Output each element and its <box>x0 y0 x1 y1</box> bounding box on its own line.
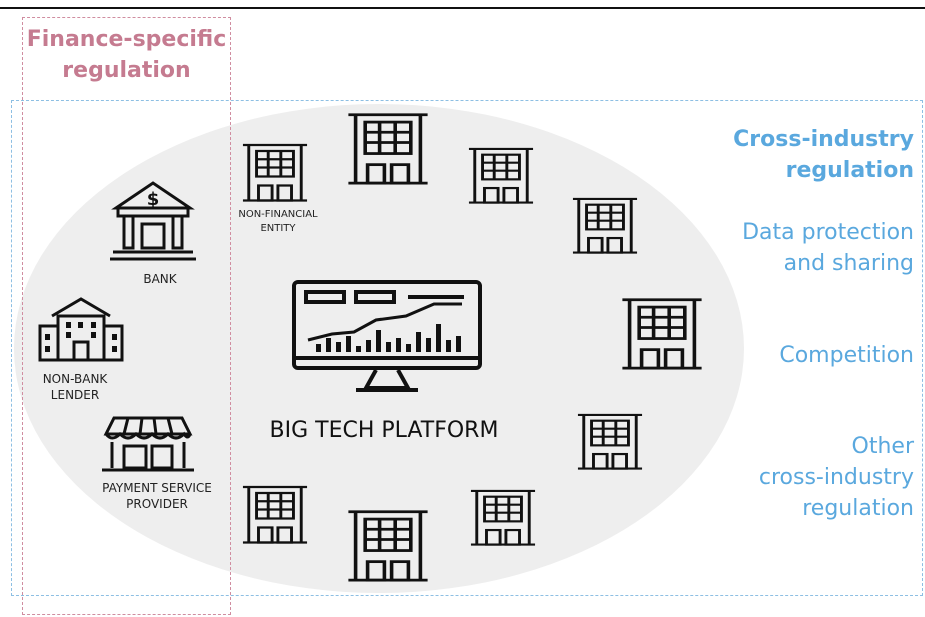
building-icon <box>468 147 534 204</box>
cross-industry-title: Cross-industry regulation <box>733 127 914 183</box>
building-icon <box>242 143 308 202</box>
non-bank-lender-icon <box>38 297 124 362</box>
finance-specific-regulation-boundary <box>22 17 231 615</box>
building-icon <box>242 485 308 544</box>
other-regulation-label: Other cross-industry regulation <box>758 434 914 521</box>
building-icon <box>470 489 536 546</box>
top-rule <box>0 7 925 9</box>
store-icon <box>102 416 194 472</box>
building-icon <box>348 113 428 185</box>
finance-regulation-title: Finance-specific regulation <box>26 27 227 83</box>
non-bank-lender-label: NON-BANK LENDER <box>42 372 108 402</box>
building-icon <box>572 197 638 254</box>
payment-service-provider-label: PAYMENT SERVICE PROVIDER <box>102 481 212 511</box>
building-icon <box>348 510 428 582</box>
bank-label: BANK <box>143 272 177 286</box>
big-tech-platform-label: BIG TECH PLATFORM <box>269 418 499 443</box>
non-financial-entity-label: NON-FINANCIAL ENTITY <box>238 209 318 234</box>
competition-label: Competition <box>779 343 914 368</box>
bank-icon: $ <box>110 181 196 261</box>
monitor-icon <box>292 280 482 392</box>
cross-industry-regulation-boundary <box>11 100 923 596</box>
building-icon <box>622 298 702 370</box>
data-protection-label: Data protection and sharing <box>742 220 914 276</box>
building-icon <box>577 413 643 470</box>
svg-text:$: $ <box>147 189 160 210</box>
